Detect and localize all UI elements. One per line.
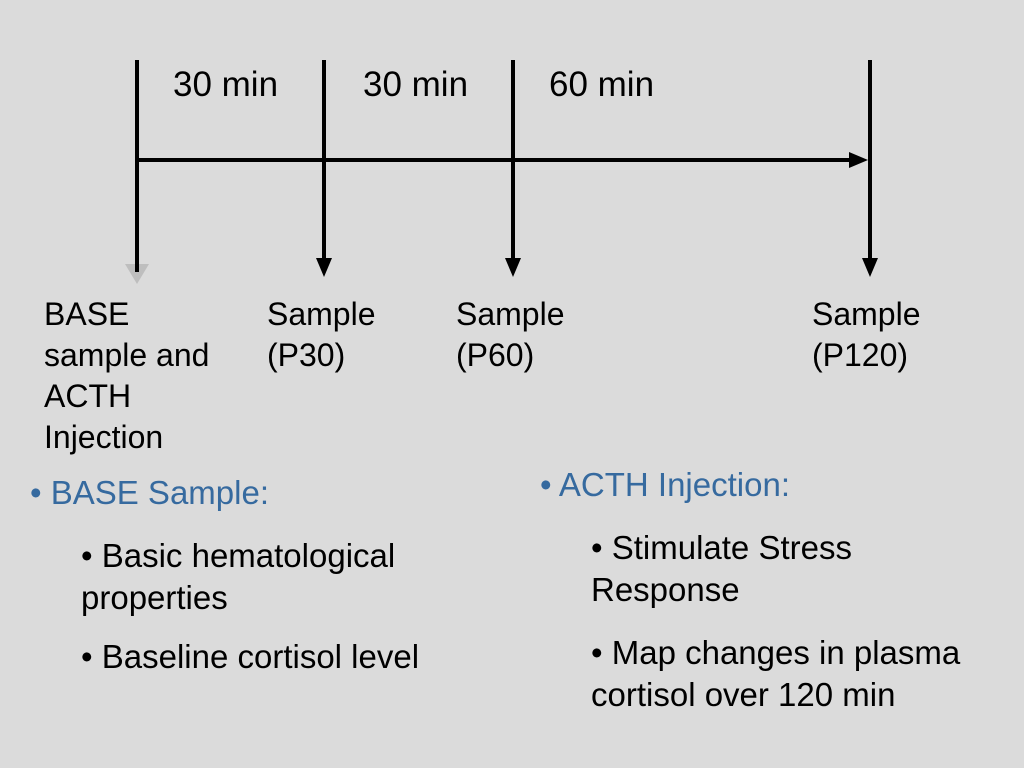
timeline-axis-arrowhead (849, 152, 868, 168)
tick-p60-arrowhead (505, 258, 521, 277)
bullet-heading-acth-injection: • ACTH Injection: (540, 466, 790, 503)
event-label-sample-p60: Sample (P60) (456, 296, 565, 373)
bullet-item-map-plasma-cortisol-changes: • Map changes in plasma cortisol over 12… (591, 634, 961, 713)
interval-label-60min: 60 min (549, 65, 655, 104)
tick-p30-arrowhead (316, 258, 332, 277)
bullet-item-basic-hematological-properties: • Basic hematological properties (81, 537, 396, 616)
bullet-heading-base-sample: • BASE Sample: (30, 474, 269, 511)
interval-label-30min-1: 30 min (173, 65, 279, 104)
bullet-item-baseline-cortisol-level: • Baseline cortisol level (81, 638, 420, 675)
tick-base-faint-arrowhead (125, 264, 149, 284)
event-label-sample-p30: Sample (P30) (267, 296, 376, 373)
bullet-item-stimulate-stress-response: • Stimulate Stress Response (591, 529, 852, 608)
tick-p120-arrowhead (862, 258, 878, 277)
interval-label-30min-2: 30 min (363, 65, 469, 104)
event-label-sample-p120: Sample (P120) (812, 296, 921, 373)
event-label-base-acth-injection: BASE sample and ACTH Injection (44, 296, 210, 455)
